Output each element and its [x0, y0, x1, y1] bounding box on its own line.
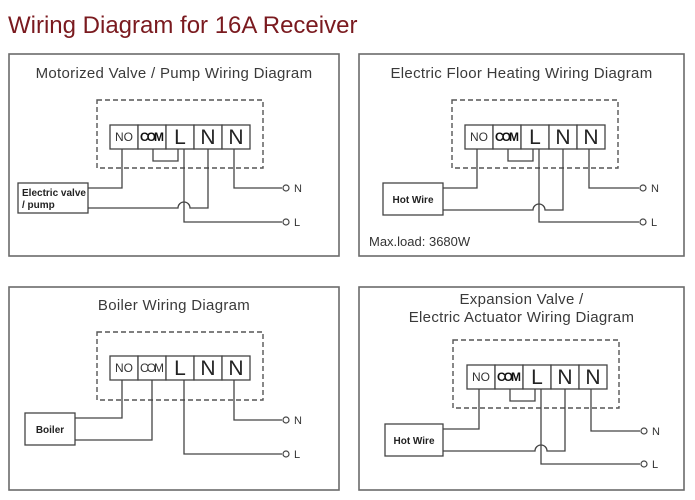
n-supply-wire	[233, 380, 282, 421]
receiver-enclosure	[96, 331, 264, 401]
terminal-com	[137, 355, 167, 381]
load-device-box	[24, 412, 76, 446]
com-l-jumper-wire	[152, 149, 179, 162]
l-terminal-endpoint	[282, 218, 290, 226]
terminal-label-l: L	[529, 126, 541, 149]
n-terminal-endpoint	[282, 416, 290, 424]
terminal-com	[137, 124, 167, 150]
no-to-device-wire	[75, 380, 123, 419]
device-label: Hot Wire	[393, 436, 434, 447]
diagram-panel: Expansion Valve /Electric Actuator Wirin…	[358, 286, 685, 491]
l-supply-wire	[183, 149, 282, 223]
supply-label-n: N	[652, 426, 660, 438]
supply-label-n: N	[294, 183, 302, 195]
l-supply-wire	[540, 389, 640, 465]
n-terminal-endpoint	[639, 184, 647, 192]
load-device-box	[384, 423, 444, 457]
terminal-n	[576, 124, 606, 150]
load-device-box	[382, 182, 444, 216]
terminal-label-n: N	[583, 126, 598, 149]
terminal-label-com: COM	[140, 130, 164, 144]
supply-label-l: L	[294, 449, 300, 461]
terminal-n	[548, 124, 578, 150]
panel-title: Motorized Valve / Pump Wiring Diagram	[36, 65, 313, 82]
panel-title: Expansion Valve /	[459, 291, 584, 308]
terminal-label-no: NO	[115, 361, 133, 375]
supply-label-l: L	[652, 459, 658, 471]
com-l-jumper-wire	[509, 389, 536, 402]
terminal-l	[165, 355, 195, 381]
terminal-label-com: COM	[497, 370, 521, 384]
n-supply-wire	[590, 389, 640, 432]
terminal-n	[221, 124, 251, 150]
device-label: Electric valve	[22, 188, 86, 199]
panel-border	[358, 53, 685, 257]
load-device-box	[17, 182, 89, 214]
max-load-note: Max.load: 3680W	[369, 234, 471, 249]
terminal-label-n: N	[200, 357, 215, 380]
terminal-label-n: N	[555, 126, 570, 149]
l-terminal-endpoint	[640, 460, 648, 468]
n-supply-wire	[233, 149, 282, 189]
terminal-n	[578, 364, 608, 390]
receiver-enclosure	[452, 339, 620, 409]
terminal-no	[109, 124, 139, 150]
device-to-n-wire	[443, 389, 566, 452]
terminal-label-no: NO	[470, 130, 488, 144]
terminal-label-n: N	[557, 366, 572, 389]
supply-label-n: N	[294, 415, 302, 427]
page-title: Wiring Diagram for 16A Receiver	[8, 12, 358, 39]
terminal-com	[494, 364, 524, 390]
device-label: Boiler	[36, 425, 64, 436]
receiver-enclosure	[451, 99, 619, 169]
terminal-label-l: L	[174, 357, 186, 380]
supply-label-l: L	[294, 217, 300, 229]
panel-border	[8, 286, 340, 491]
com-l-jumper-wire	[507, 149, 534, 162]
device-label: / pump	[22, 200, 55, 211]
terminal-label-com: COM	[140, 361, 164, 375]
terminal-label-n: N	[585, 366, 600, 389]
device-label: Hot Wire	[392, 195, 433, 206]
l-terminal-endpoint	[639, 218, 647, 226]
terminal-n	[221, 355, 251, 381]
terminal-label-no: NO	[115, 130, 133, 144]
panel-title: Electric Floor Heating Wiring Diagram	[390, 65, 652, 82]
device-to-n-wire	[88, 149, 209, 209]
no-to-device-wire	[443, 389, 480, 430]
supply-label-n: N	[651, 183, 659, 195]
panel-border	[358, 286, 685, 491]
terminal-no	[466, 364, 496, 390]
n-terminal-endpoint	[640, 427, 648, 435]
terminal-label-n: N	[228, 357, 243, 380]
terminal-label-n: N	[200, 126, 215, 149]
n-supply-wire	[588, 149, 639, 189]
device-to-n-wire	[443, 149, 564, 211]
n-terminal-endpoint	[282, 184, 290, 192]
supply-label-l: L	[651, 217, 657, 229]
com-to-device-wire	[75, 380, 153, 441]
panel-border	[8, 53, 340, 257]
terminal-label-l: L	[531, 366, 543, 389]
l-supply-wire	[183, 380, 282, 455]
no-to-device-wire	[443, 149, 478, 189]
panel-title: Electric Actuator Wiring Diagram	[409, 309, 635, 326]
terminal-n	[550, 364, 580, 390]
l-terminal-endpoint	[282, 450, 290, 458]
terminal-label-com: COM	[495, 130, 519, 144]
terminal-label-l: L	[174, 126, 186, 149]
terminal-label-no: NO	[472, 370, 490, 384]
terminal-com	[492, 124, 522, 150]
no-to-device-wire	[88, 149, 123, 189]
panel-title: Boiler Wiring Diagram	[98, 297, 250, 314]
l-supply-wire	[538, 149, 639, 223]
terminal-no	[464, 124, 494, 150]
terminal-n	[193, 355, 223, 381]
terminal-label-n: N	[228, 126, 243, 149]
receiver-enclosure	[96, 99, 264, 169]
